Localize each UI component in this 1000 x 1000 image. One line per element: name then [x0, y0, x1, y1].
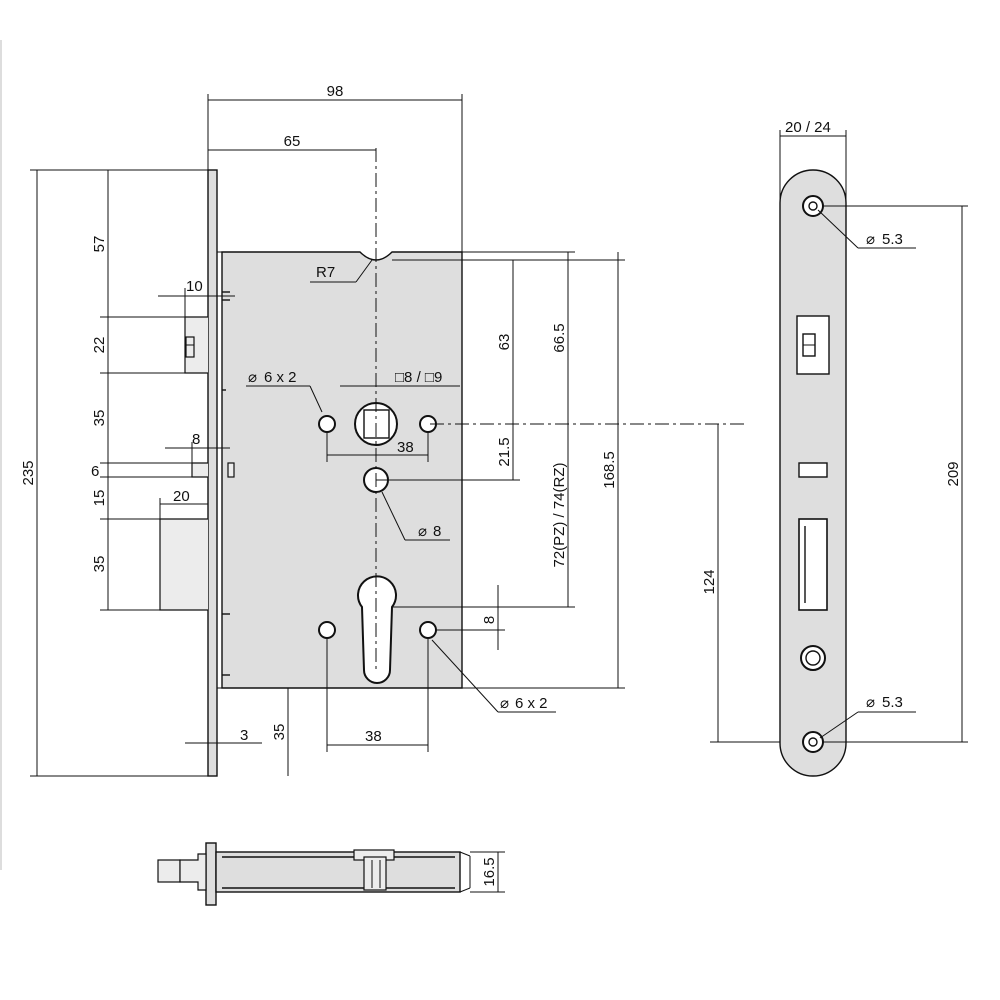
cylinder-fix-hole-right	[419, 621, 437, 639]
front-dimensions: 98 65 235 57 22 35 6 15 35 10 8 20	[20, 83, 818, 777]
top-view: 16.5	[157, 842, 505, 906]
dim-8-cylinder: 8	[481, 616, 498, 624]
dim-15: 15	[91, 490, 108, 507]
dim-5-3-top: 5.3	[882, 231, 903, 248]
top-bolt	[157, 859, 181, 883]
dim-3: 3	[240, 727, 248, 744]
top-latch	[179, 853, 207, 891]
symbol-diameter-pin: ⌀	[418, 523, 427, 540]
follower-fix-hole-left	[318, 415, 336, 433]
dim-8-aux: 8	[192, 431, 200, 448]
dim-57: 57	[91, 236, 108, 253]
latch-bolt	[184, 316, 208, 374]
dim-20-24: 20 / 24	[785, 119, 831, 136]
symbol-diameter-fix-bottom: ⌀	[866, 694, 875, 711]
dim-35-bottom: 35	[271, 724, 288, 741]
dim-35-latch-aux: 35	[91, 410, 108, 427]
dim-r7: R7	[316, 264, 335, 281]
dim-168-5: 168.5	[601, 451, 618, 489]
front-view	[159, 148, 745, 777]
dim-square-spindle: □8 / □9	[395, 369, 442, 386]
dim-72-74: 72(PZ) / 74(RZ)	[551, 462, 568, 567]
dim-38-follower: 38	[397, 439, 414, 456]
dim-235: 235	[20, 460, 37, 485]
dim-10: 10	[186, 278, 203, 295]
dim-98: 98	[327, 83, 344, 100]
symbol-diameter-top-left: ⌀	[248, 369, 257, 386]
dim-65: 65	[284, 133, 301, 150]
dim-5-3-bottom: 5.3	[882, 694, 903, 711]
dim-20: 20	[173, 488, 190, 505]
top-faceplate	[205, 842, 217, 906]
dim-38-cylinder: 38	[365, 728, 382, 745]
dim-hole-6x2-top: 6 x 2	[264, 369, 297, 386]
dim-124: 124	[701, 569, 718, 594]
cylinder-fix-hole-left	[318, 621, 336, 639]
dim-hole-6x2-bottom: 6 x 2	[515, 695, 548, 712]
lock-case	[221, 251, 463, 689]
dim-16-5: 16.5	[481, 857, 498, 886]
cylinder-cutout	[357, 575, 397, 684]
face-plate	[207, 169, 218, 777]
auxiliary-latch	[191, 462, 208, 478]
dim-21-5: 21.5	[496, 437, 513, 466]
top-case	[215, 851, 461, 893]
aux-latch-opening	[798, 462, 828, 478]
dim-22: 22	[91, 337, 108, 354]
latch-detail	[185, 336, 195, 358]
dead-bolt	[159, 518, 208, 611]
symbol-diameter-fix-top: ⌀	[866, 231, 875, 248]
dim-66-5: 66.5	[551, 323, 568, 352]
dim-pin-8: 8	[433, 523, 441, 540]
faceplate-view	[779, 169, 847, 777]
dim-63: 63	[496, 334, 513, 351]
symbol-diameter-bottom: ⌀	[500, 695, 509, 712]
dim-209: 209	[945, 461, 962, 486]
faceplate-dimensions: 20 / 24 ⌀ 5.3 ⌀ 5.3 209	[779, 119, 968, 743]
bolt-opening	[798, 518, 828, 611]
dim-6: 6	[91, 463, 99, 480]
dim-35-bolt: 35	[91, 556, 108, 573]
